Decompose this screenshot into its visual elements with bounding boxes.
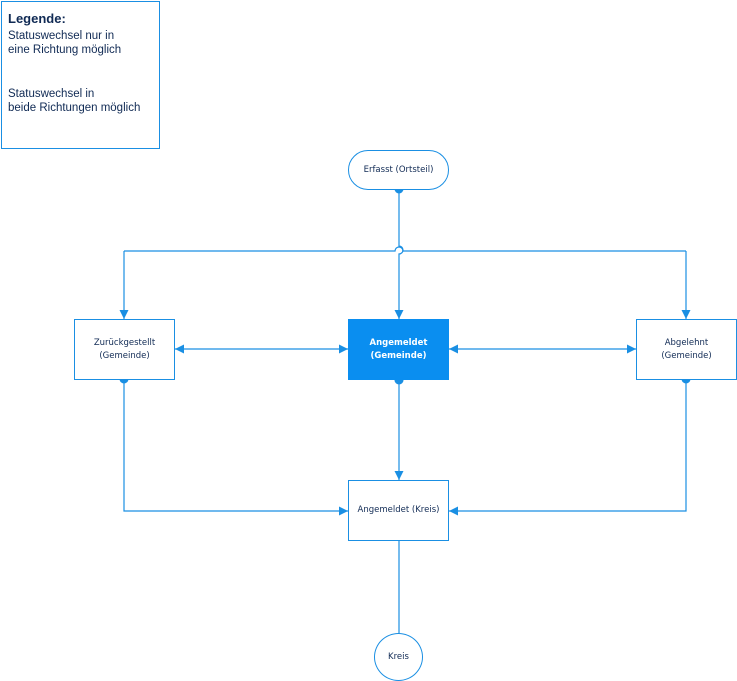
node-zurueckgestellt-line1: Zurückgestellt xyxy=(93,337,156,348)
node-abgelehnt-line2: (Gemeinde) xyxy=(661,350,712,361)
node-angemeldet-kreis: Angemeldet (Kreis) xyxy=(348,480,449,541)
node-angemeldet-gemeinde: Angemeldet (Gemeinde) xyxy=(348,319,449,380)
edge-abgelehnt-to-kreis xyxy=(449,379,687,516)
legend-two-way-text: Statuswechsel in beide Richtungen möglic… xyxy=(8,87,140,115)
node-angemeldet-gemeinde-line2: (Gemeinde) xyxy=(370,350,427,361)
edge-distribution-line xyxy=(124,246,686,252)
legend: Legende: Statuswechsel nur in eine Richt… xyxy=(1,1,160,149)
edge-erfasst-to-angemeldet-gemeinde xyxy=(394,189,404,319)
legend-one-way-text: Statuswechsel nur in eine Richtung mögli… xyxy=(8,29,121,57)
legend-one-way-line1: Statuswechsel nur in xyxy=(8,30,115,42)
node-erfasst-ortsteil: Erfasst (Ortsteil) xyxy=(348,150,449,190)
node-zurueckgestellt-gemeinde: Zurückgestellt (Gemeinde) xyxy=(74,319,175,380)
node-abgelehnt-gemeinde: Abgelehnt (Gemeinde) xyxy=(636,319,737,380)
edge-zurueckgestellt-to-kreis xyxy=(123,379,348,516)
node-erfasst-label: Erfasst (Ortsteil) xyxy=(363,164,434,175)
legend-title: Legende: xyxy=(8,11,66,26)
legend-two-way-line1: Statuswechsel in xyxy=(8,88,95,100)
node-kreis: Kreis xyxy=(374,633,423,681)
node-angemeldet-gemeinde-line1: Angemeldet xyxy=(369,337,428,348)
node-kreis-label: Kreis xyxy=(388,651,409,662)
node-zurueckgestellt-line2: (Gemeinde) xyxy=(99,350,150,361)
node-abgelehnt-line1: Abgelehnt xyxy=(664,337,709,348)
node-angemeldet-kreis-label: Angemeldet (Kreis) xyxy=(357,505,440,515)
legend-two-way-line2: beide Richtungen möglich xyxy=(8,102,141,114)
legend-one-way-line2: eine Richtung möglich xyxy=(8,44,122,56)
